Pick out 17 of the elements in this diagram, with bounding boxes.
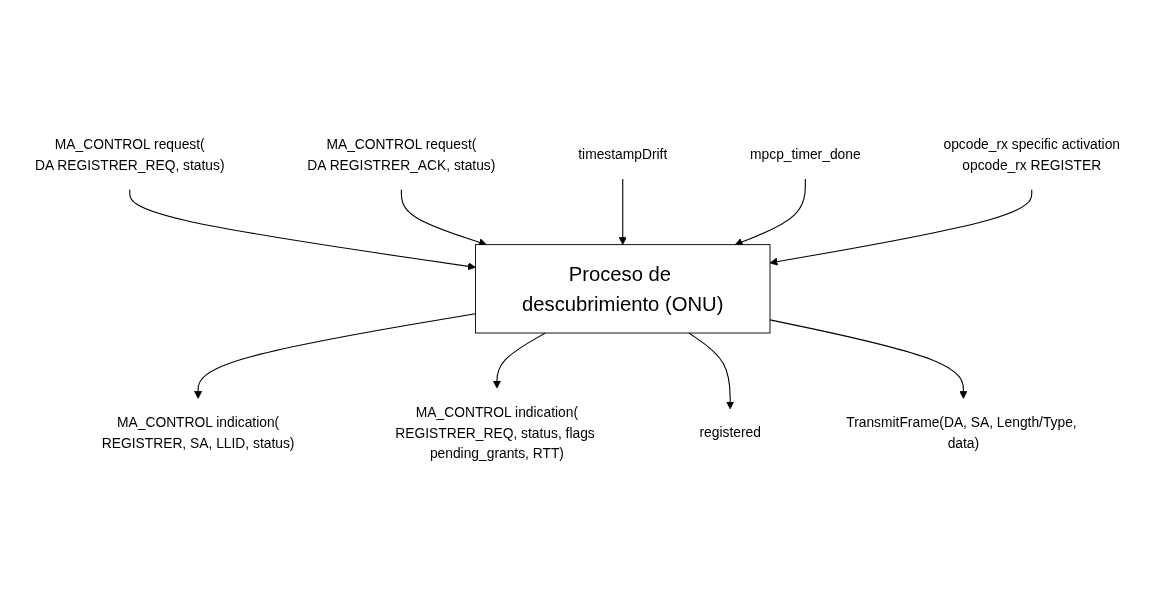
node-text: timestampDrift bbox=[578, 146, 668, 163]
node-text: opcode_rx specific activation opcode_rx REGISTER bbox=[943, 136, 1121, 173]
arrow bbox=[769, 189, 1033, 266]
node-box: Proceso de descubrimiento (ONU) bbox=[475, 244, 771, 334]
node-text: MA_CONTROL request( DA REGISTRER_ACK, status) bbox=[307, 136, 496, 173]
arrow bbox=[194, 313, 476, 400]
arrow bbox=[769, 319, 968, 400]
node-text: MA_CONTROL indication( REGISTRER, SA, LLID, status) bbox=[101, 414, 295, 451]
node-text: registered bbox=[699, 424, 761, 441]
node-text: mpcp_timer_done bbox=[750, 146, 861, 163]
arrow bbox=[688, 332, 735, 410]
node-text: MA_CONTROL request( DA REGISTRER_REQ, status) bbox=[34, 136, 225, 173]
node-text: TransmitFrame(DA, SA, Length/Type, data) bbox=[846, 414, 1077, 451]
node-text: MA_CONTROL indication( REGISTRER_REQ, status, flags pending_grants, RTT) bbox=[395, 404, 595, 462]
arrow bbox=[618, 178, 627, 246]
arrow bbox=[492, 332, 546, 389]
arrow bbox=[129, 189, 476, 271]
